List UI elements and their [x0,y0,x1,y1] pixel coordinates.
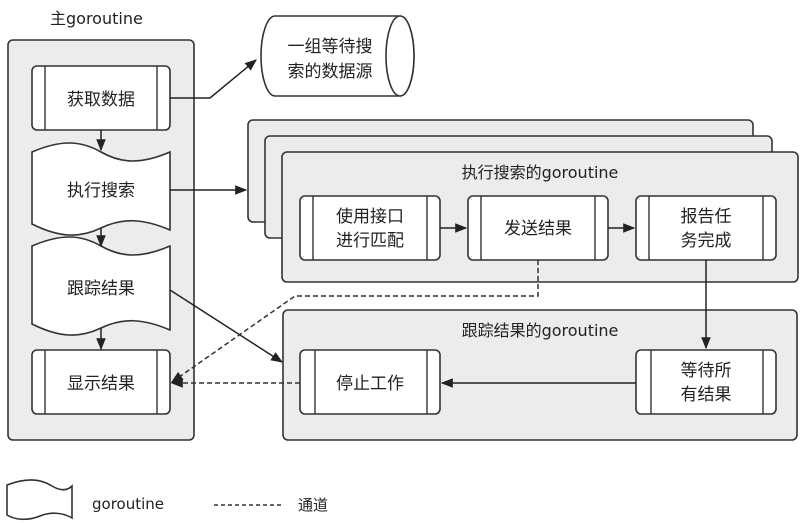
step-wait-all-results-line2: 有结果 [681,385,732,405]
legend-channel-label: 通道 [298,496,328,514]
data-source-cylinder: 一组等待搜 索的数据源 [260,15,415,97]
step-send-results: 发送结果 [467,195,609,261]
step-report-done-line1: 报告任 [681,207,732,227]
step-match-interface-line1: 使用接口 [336,206,404,227]
channel-send-to-display [171,260,539,383]
legend-goroutine-label: goroutine [92,495,164,513]
step-report-done-line2: 务完成 [681,231,732,251]
step-track-results-label: 跟踪结果 [67,279,135,299]
step-run-search-label: 执行搜索 [67,181,135,201]
search-goroutine-title: 执行搜索的goroutine [462,163,619,182]
step-match-interface: 使用接口 进行匹配 [299,195,441,261]
step-run-search: 执行搜索 [31,142,171,236]
legend: goroutine 通道 [6,479,328,521]
step-stop-work: 停止工作 [299,349,441,415]
step-stop-work-label: 停止工作 [336,374,404,394]
step-send-results-label: 发送结果 [504,219,572,239]
data-source-line2: 索的数据源 [288,62,373,82]
arrow-track-to-track-goroutine [169,289,284,363]
data-source-line1: 一组等待搜 [288,37,373,57]
step-report-done: 报告任 务完成 [635,195,777,261]
step-track-results: 跟踪结果 [31,236,171,336]
step-fetch-data-label: 获取数据 [67,90,135,110]
legend-goroutine-shape [6,479,73,521]
step-display-results: 显示结果 [31,349,171,415]
step-match-interface-line2: 进行匹配 [336,231,404,251]
main-goroutine-title: 主goroutine [50,9,143,28]
arrow-fetch-to-datasource [170,59,257,99]
step-wait-all-results: 等待所 有结果 [635,349,777,415]
step-display-results-label: 显示结果 [67,374,135,394]
step-wait-all-results-line1: 等待所 [681,361,732,381]
track-goroutine-title: 跟踪结果的goroutine [462,321,619,340]
step-fetch-data: 获取数据 [31,65,171,131]
